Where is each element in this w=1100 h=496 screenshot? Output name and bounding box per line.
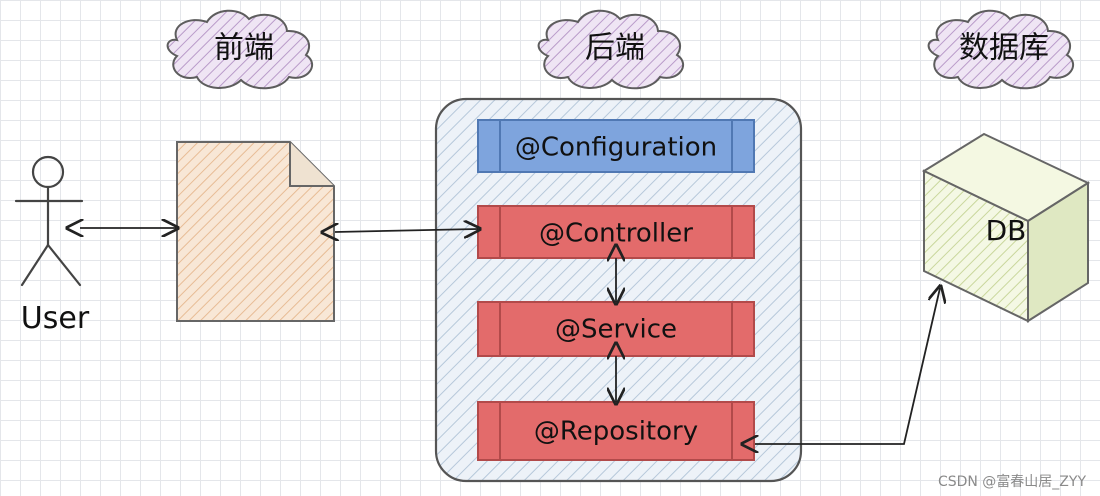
service-layer: @Service bbox=[477, 301, 755, 357]
configuration-label: @Configuration bbox=[515, 133, 717, 163]
repository-database-arrow bbox=[755, 288, 940, 444]
user-figure-icon bbox=[14, 155, 84, 287]
watermark: CSDN @富春山居_ZYY bbox=[938, 473, 1087, 490]
repository-layer: @Repository bbox=[477, 401, 755, 461]
database-label: DB bbox=[986, 214, 1027, 247]
cloud-backend-label: 后端 bbox=[585, 31, 645, 66]
configuration-layer: @Configuration bbox=[477, 119, 755, 173]
frontend-controller-arrow bbox=[335, 229, 478, 232]
frontend-page-icon bbox=[176, 141, 335, 322]
cloud-database: 数据库 bbox=[927, 9, 1074, 90]
controller-layer: @Controller bbox=[477, 205, 755, 259]
repository-label: @Repository bbox=[534, 417, 698, 447]
controller-label: @Controller bbox=[539, 219, 693, 249]
service-label: @Service bbox=[555, 315, 677, 345]
cloud-frontend-label: 前端 bbox=[214, 31, 274, 66]
database-cube-icon: DB bbox=[921, 132, 1091, 323]
cloud-database-label: 数据库 bbox=[959, 31, 1049, 66]
cloud-frontend: 前端 bbox=[166, 9, 313, 90]
cloud-backend: 后端 bbox=[537, 9, 684, 90]
user-label: User bbox=[21, 301, 90, 336]
